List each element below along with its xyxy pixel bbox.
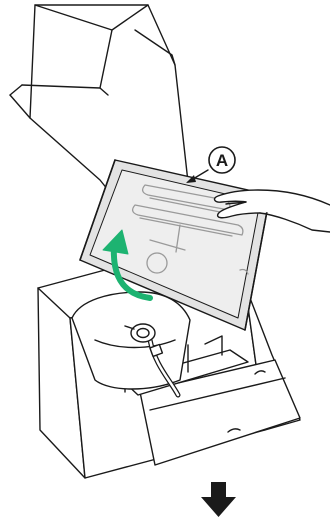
arrow-down-icon [201,482,236,517]
callout-a: A [186,147,235,183]
callout-label: A [216,151,228,170]
